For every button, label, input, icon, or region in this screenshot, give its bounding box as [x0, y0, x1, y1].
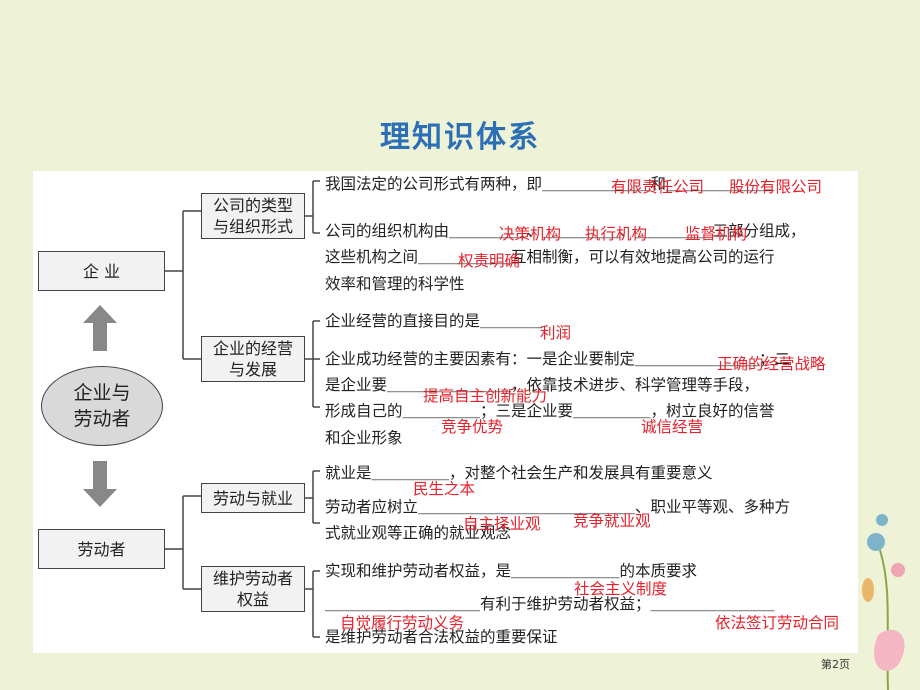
text-line-9: 和企业形象 [325, 429, 403, 447]
answer-fulfil-duty: 自觉履行劳动义务 [340, 614, 465, 632]
answer-socialist-system: 社会主义制度 [574, 580, 668, 598]
flower-decoration-icon [862, 514, 905, 690]
answer-joint-stock-company: 股份有限公司 [729, 178, 823, 196]
text-line-7: 是企业要＿＿＿＿＿＿＿＿，依靠技术进步、科学管理等手段， [325, 376, 760, 394]
central-node: 企业与 劳动者 [41, 366, 163, 446]
answer-clear-responsibility: 权责明确 [458, 252, 521, 270]
text-line-4: 效率和管理的科学性 [325, 275, 465, 293]
text-line-12: 式就业观等正确的就业观念 [325, 524, 512, 542]
text-line-15: 是维护劳动者合法权益的重要保证 [325, 628, 558, 646]
answer-limited-company: 有限责任公司 [611, 178, 705, 196]
sub-company-types: 公司的类型 与组织形式 [201, 193, 305, 239]
sub-labor-employment: 劳动与就业 [201, 483, 305, 513]
page-title: 理知识体系 [380, 120, 540, 155]
answer-innovation: 提高自主创新能力 [423, 387, 548, 405]
answer-decision-body: 决策机构 [499, 225, 562, 243]
sub-worker-rights: 维护劳动者 权益 [201, 566, 305, 612]
text-line-10: 就业是＿＿＿＿＿，对整个社会生产和发展具有重要意义 [325, 464, 713, 482]
answer-livelihood: 民生之本 [413, 480, 476, 498]
enterprise-box: 企 业 [38, 251, 165, 291]
mind-map-panel: 企 业 企业与 劳动者 劳动者 公司的类型 与组织形式 企业的经营 与发展 劳动… [33, 171, 858, 653]
answer-labor-contract: 依法签订劳动合同 [715, 614, 840, 632]
arrow-up-icon [83, 305, 117, 351]
answer-profit: 利润 [540, 324, 572, 342]
text-line-3: 这些机构之间＿＿＿＿＿＿互相制衡，可以有效地提高公司的运行 [325, 248, 775, 266]
text-line-14: ＿＿＿＿＿＿＿＿＿＿有利于维护劳动者权益；＿＿＿＿＿＿＿＿ [325, 595, 775, 613]
arrow-down-icon [83, 461, 117, 507]
text-line-2: 公司的组织机构由＿＿＿＿＿、＿＿＿＿＿、＿＿＿＿＿三部分组成， [325, 222, 806, 240]
text-line-11: 劳动者应树立＿＿＿＿＿＿＿＿＿＿＿＿＿＿、职业平等观、多种方 [325, 498, 791, 516]
text-line-13: 实现和维护劳动者权益，是＿＿＿＿＿＿＿的本质要求 [325, 562, 698, 580]
worker-box: 劳动者 [38, 529, 165, 569]
page-number: 第2页 [821, 658, 850, 671]
answer-competitive-employment: 竞争就业观 [573, 512, 651, 530]
answer-business-strategy: 正确的经营战略 [717, 355, 826, 373]
answer-integrity: 诚信经营 [641, 418, 704, 436]
text-line-6: 企业成功经营的主要因素有：一是企业要制定＿＿＿＿＿＿＿＿；二 [325, 350, 791, 368]
text-line-8: 形成自己的＿＿＿＿＿；三是企业要＿＿＿＿＿，树立良好的信誉 [325, 402, 775, 420]
text-line-1: 我国法定的公司形式有两种，即＿＿＿＿＿＿＿和＿＿＿＿＿＿＿ [325, 175, 775, 193]
answer-executive-body: 执行机构 [585, 225, 648, 243]
sub-enterprise-operation: 企业的经营 与发展 [201, 336, 305, 382]
connector-lines [165, 180, 320, 638]
text-line-5: 企业经营的直接目的是＿＿＿＿ [325, 312, 543, 330]
answer-self-employment: 自主择业观 [463, 515, 541, 533]
answer-competitive-advantage: 竞争优势 [441, 418, 504, 436]
answer-supervisory-body: 监督机构 [685, 225, 748, 243]
